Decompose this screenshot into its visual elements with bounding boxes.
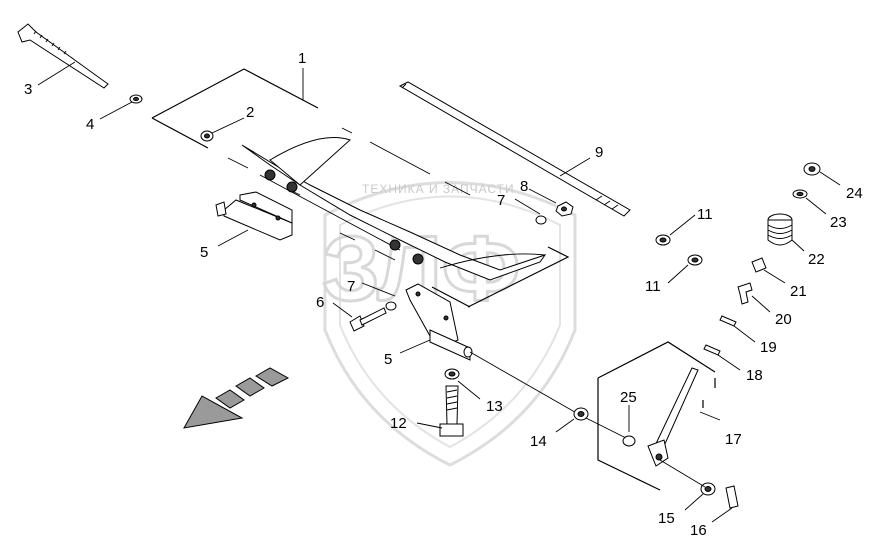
callout-23: 23: [830, 214, 847, 231]
part-2-bushing: [200, 130, 214, 142]
part-12-bolt: [439, 385, 464, 437]
callout-18: 18: [746, 367, 763, 384]
direction-arrow: [183, 367, 290, 429]
callout-22: 22: [808, 251, 825, 268]
part-7-washer-upper: [535, 215, 547, 225]
callout-4: 4: [86, 116, 94, 133]
part-6-bolt: [349, 307, 387, 332]
callout-19: 19: [760, 339, 777, 356]
part-25-bushing: [622, 435, 636, 447]
callout-13: 13: [486, 398, 503, 415]
callout-3: 3: [24, 81, 32, 98]
callout-1: 1: [298, 50, 306, 67]
callout-15: 15: [658, 510, 675, 527]
part-1-arm: [241, 137, 547, 281]
callout-5-center: 5: [384, 351, 392, 368]
part-5-bracket-left: [215, 191, 293, 241]
callout-9: 9: [595, 144, 603, 161]
callout-11-upper: 11: [697, 206, 713, 223]
leader-lines: [37, 61, 841, 523]
part-1-plate: [151, 68, 570, 308]
part-20-plug: [737, 282, 753, 305]
callout-20: 20: [775, 311, 792, 328]
part-8-nut: [555, 201, 574, 217]
part-5-bracket-center: [405, 283, 473, 361]
part-3-long-bolt: [17, 23, 109, 89]
callout-7-upper: 7: [497, 192, 505, 209]
part-23-washer: [792, 189, 808, 199]
callout-8: 8: [520, 178, 528, 195]
callout-7-lower: 7: [347, 278, 355, 295]
part-16-pin: [725, 485, 739, 509]
part-7-washer-lower: [385, 301, 397, 311]
part-21-block: [751, 257, 767, 273]
part-17-lever: [597, 341, 716, 491]
callout-17: 17: [725, 431, 742, 448]
part-9-long-rod: [398, 81, 631, 217]
callout-2: 2: [246, 104, 254, 121]
part-24-nut: [803, 162, 821, 176]
callout-24: 24: [846, 185, 863, 202]
watermark-text: ТЕХНИКА И ЗАПЧАСТИ: [362, 182, 515, 196]
callout-25: 25: [620, 389, 637, 406]
part-19-pin: [719, 315, 737, 327]
callouts: 1 2 3 4 5 5 6 7 7 8 9 11 11 12 13 14 15 …: [24, 50, 863, 539]
part-13-nut: [444, 368, 460, 380]
callout-12: 12: [390, 415, 407, 432]
callout-14: 14: [530, 433, 547, 450]
callout-11-lower: 11: [645, 278, 661, 295]
part-22-spring: [767, 213, 793, 246]
part-11-washers: [655, 234, 703, 266]
callout-21: 21: [790, 283, 807, 300]
part-18-pin: [703, 344, 721, 356]
callout-6: 6: [316, 294, 324, 311]
callout-16: 16: [690, 522, 707, 539]
callout-5-left: 5: [200, 244, 208, 261]
